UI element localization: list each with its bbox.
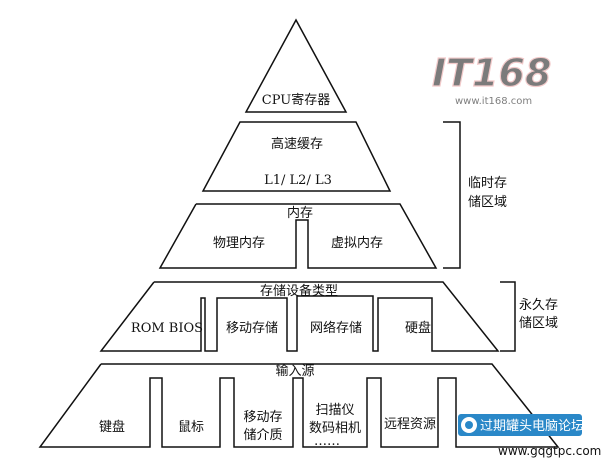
physical-memory-label: 物理内存: [213, 235, 265, 251]
it168-watermark-url: www.it168.com: [455, 96, 532, 107]
cpu-register-label: CPU寄存器: [262, 92, 330, 108]
cache-levels-label: L1/ L2/ L3: [264, 173, 332, 188]
network-storage-label: 网络存储: [310, 320, 362, 336]
cache-tier-shape: [201, 121, 392, 192]
virtual-memory-label: 虚拟内存: [331, 235, 383, 251]
it168-watermark: IT168 www.it168.com: [431, 50, 552, 107]
removable-storage-label: 移动存储: [226, 321, 278, 336]
input-tier-shape: [38, 363, 560, 448]
digital-camera-label: 数码相机: [309, 421, 361, 436]
mouse-label: 鼠标: [178, 420, 204, 435]
keyboard-label: 键盘: [99, 419, 125, 435]
removable-media-label-line2: 储介质: [243, 428, 282, 443]
permanent-storage-bracket: [500, 281, 516, 352]
forum-logo-url: www.gqgtpc.com: [498, 444, 601, 458]
it168-watermark-text: IT168: [432, 51, 551, 95]
remote-resources-label: 远程资源: [384, 417, 436, 432]
ellipsis-label: ……: [314, 434, 340, 449]
input-source-label: 输入源: [275, 363, 314, 379]
storage-type-label: 存储设备类型: [260, 283, 338, 299]
temporary-storage-label-line1: 临时存: [468, 176, 507, 191]
removable-media-label-line1: 移动存: [243, 410, 282, 425]
temporary-storage-label-line2: 储区域: [468, 195, 507, 210]
cache-label: 高速缓存: [271, 136, 323, 152]
memory-tier-shape: [158, 203, 438, 269]
scanner-label: 扫描仪: [315, 403, 354, 418]
forum-logo-background: [458, 414, 582, 436]
forum-logo-icon-inner: [465, 421, 473, 429]
memory-label: 内存: [287, 205, 313, 221]
forum-logo-watermark: 过期罐头电脑论坛 www.gqgtpc.com: [458, 414, 601, 458]
temporary-storage-bracket: [443, 121, 461, 269]
permanent-storage-label-line2: 储区域: [519, 316, 558, 331]
storage-tier-shape: [99, 281, 500, 352]
rom-bios-label: ROM BIOS: [131, 321, 203, 336]
cpu-tier-shape: [244, 18, 348, 113]
hard-disk-label: 硬盘: [405, 320, 431, 336]
forum-logo-text: 过期罐头电脑论坛: [480, 419, 584, 434]
permanent-storage-label-line1: 永久存: [519, 298, 558, 313]
